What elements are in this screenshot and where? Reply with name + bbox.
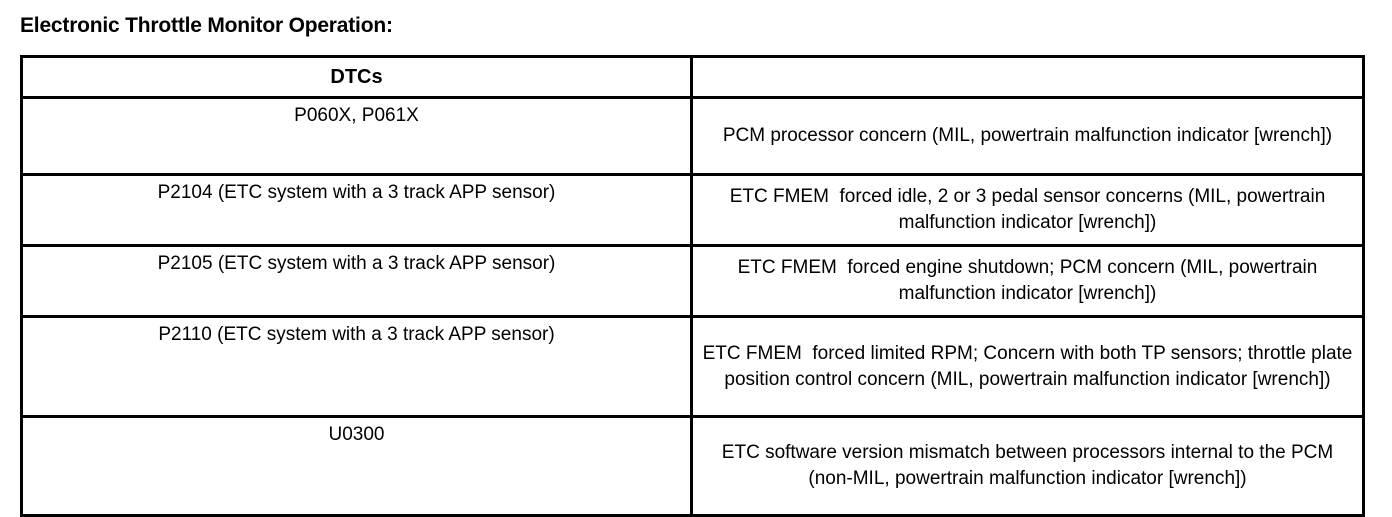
dtc-code-cell: P060X, P061X xyxy=(20,96,693,176)
dtc-code-cell: P2104 (ETC system with a 3 track APP sen… xyxy=(20,173,693,247)
dtc-description-cell: ETC FMEM forced limited RPM; Concern wit… xyxy=(690,315,1365,418)
dtc-code-cell: P2105 (ETC system with a 3 track APP sen… xyxy=(20,244,693,318)
dtc-code-cell: U0300 xyxy=(20,415,693,517)
dtc-description-cell: ETC FMEM forced engine shutdown; PCM con… xyxy=(690,244,1365,318)
page-title: Electronic Throttle Monitor Operation: xyxy=(20,14,393,37)
table-header-row: DTCs xyxy=(20,55,1365,99)
dtc-description-cell: PCM processor concern (MIL, powertrain m… xyxy=(690,96,1365,176)
column-header-description xyxy=(690,55,1365,99)
dtc-code-cell: P2110 (ETC system with a 3 track APP sen… xyxy=(20,315,693,418)
dtc-description-cell: ETC FMEM forced idle, 2 or 3 pedal senso… xyxy=(690,173,1365,247)
table-row: P2110 (ETC system with a 3 track APP sen… xyxy=(20,315,1365,418)
dtc-table: DTCs P060X, P061X PCM processor concern … xyxy=(20,55,1365,517)
column-header-dtcs: DTCs xyxy=(20,55,693,99)
table-row: U0300 ETC software version mismatch betw… xyxy=(20,415,1365,517)
dtc-description-cell: ETC software version mismatch between pr… xyxy=(690,415,1365,517)
table-row: P060X, P061X PCM processor concern (MIL,… xyxy=(20,96,1365,176)
table-row: P2105 (ETC system with a 3 track APP sen… xyxy=(20,244,1365,318)
table-row: P2104 (ETC system with a 3 track APP sen… xyxy=(20,173,1365,247)
